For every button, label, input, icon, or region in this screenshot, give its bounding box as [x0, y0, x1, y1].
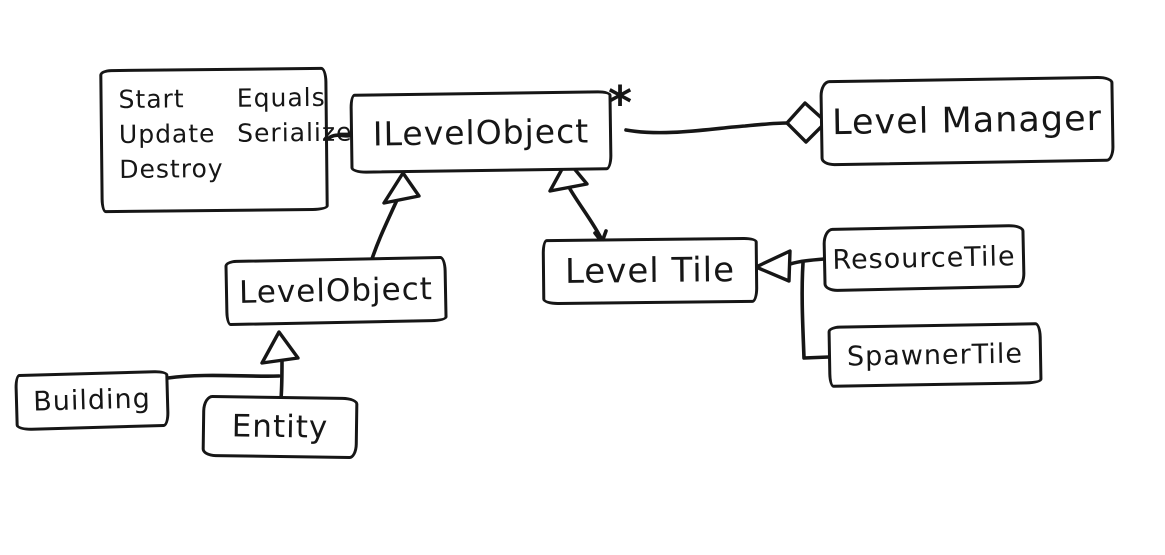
class-label-leveltile: Level Tile	[564, 250, 736, 292]
method-label-equals: Equals	[236, 82, 326, 113]
class-label-spawnertile: SpawnerTile	[846, 337, 1024, 373]
connector-levelobject-to-ilevelobject	[369, 198, 399, 264]
methods-column-2: Equals Serialize	[237, 80, 353, 186]
multiplicity-label: *	[608, 76, 633, 130]
connector-leveltile-to-ilevelobject	[568, 187, 604, 242]
inheritance-triangle-icon-entity	[260, 330, 300, 365]
inheritance-triangle-icon-levelobject	[382, 171, 421, 205]
class-box-building: Building	[14, 369, 170, 432]
inheritance-triangle-icon-leveltile	[548, 158, 589, 193]
class-box-ilevelobject: ILevelObject	[349, 90, 613, 174]
method-label-destroy: Destroy	[119, 153, 224, 184]
class-box-levelmanager: Level Manager	[819, 75, 1115, 167]
methods-column-1: Start Update Destroy	[118, 81, 223, 187]
connector-spawnertile-branch	[800, 261, 831, 360]
method-label-update: Update	[118, 118, 216, 149]
connector-ilevelobject-to-levelmanager	[624, 121, 789, 135]
connector-building-branch	[166, 373, 281, 380]
connector-resourcetile-to-leveltile	[788, 257, 826, 266]
connector-entity-to-levelobject	[279, 359, 284, 401]
class-label-levelmanager: Level Manager	[831, 98, 1103, 144]
inheritance-triangle-icon-tiles	[754, 249, 792, 283]
class-box-spawnertile: SpawnerTile	[827, 322, 1043, 388]
method-label-serialize: Serialize	[237, 117, 353, 148]
methods-box: Start Update Destroy Equals Serialize	[99, 66, 353, 214]
class-box-levelobject: LevelObject	[224, 255, 448, 327]
class-box-entity: Entity	[201, 394, 359, 460]
class-label-levelobject: LevelObject	[238, 271, 434, 311]
class-label-entity: Entity	[231, 408, 329, 446]
class-box-resourcetile: ResourceTile	[822, 223, 1026, 293]
class-label-building: Building	[32, 383, 152, 418]
methods-columns: Start Update Destroy Equals Serialize	[118, 80, 353, 187]
class-label-resourcetile: ResourceTile	[832, 240, 1016, 276]
class-box-leveltile: Level Tile	[541, 236, 759, 306]
method-label-start: Start	[118, 84, 185, 114]
class-label-ilevelobject: ILevelObject	[372, 110, 590, 154]
